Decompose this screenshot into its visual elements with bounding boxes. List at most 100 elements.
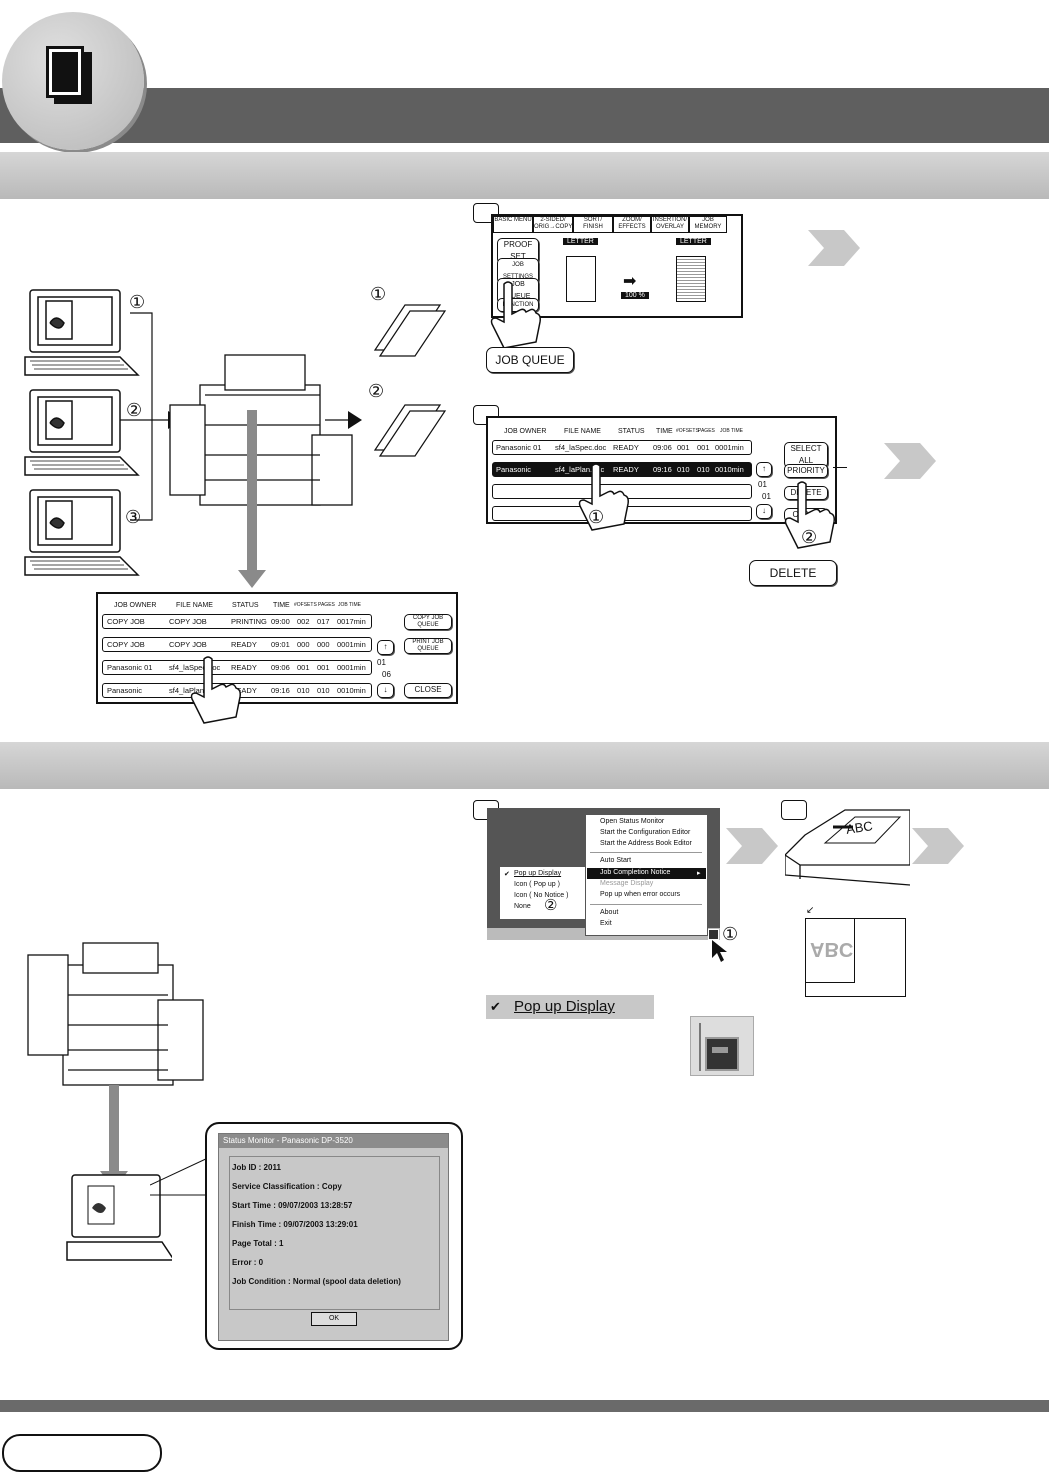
menu-item-job-completion-notice[interactable]: Job Completion Notice xyxy=(600,869,671,876)
next-arrow-icon xyxy=(884,443,936,479)
col-header: #OFSETS xyxy=(676,428,699,434)
tab-basic-menu[interactable]: BASIC MENU xyxy=(493,216,533,233)
page-tab xyxy=(2,1434,162,1472)
next-arrow-icon xyxy=(726,828,778,864)
status-line: Page Total : 1 xyxy=(232,1239,284,1248)
step-number-box xyxy=(781,800,807,820)
section-band-2 xyxy=(0,742,1049,789)
page-total: 06 xyxy=(382,670,391,679)
menu-item-popup-on-error[interactable]: Pop up when error occurs xyxy=(600,891,681,898)
ok-button[interactable]: OK xyxy=(311,1312,357,1326)
status-line: Error : 0 xyxy=(232,1258,264,1267)
close-button[interactable]: CLOSE xyxy=(404,683,452,698)
tab-2-sided[interactable]: 2-SIDED/ ORIG→COPY xyxy=(533,216,573,233)
delete-key[interactable]: DELETE xyxy=(749,560,837,586)
callout-line xyxy=(833,467,847,468)
scroll-down-icon[interactable]: ↓ xyxy=(377,683,394,698)
step-label-1: ① xyxy=(722,924,739,944)
menu-item-none[interactable]: None xyxy=(514,903,531,910)
menu-item-configuration-editor[interactable]: Start the Configuration Editor xyxy=(600,829,691,836)
section-band-1 xyxy=(0,152,1049,199)
scroll-up-icon[interactable]: ↑ xyxy=(377,640,394,655)
pc-label-2: ② xyxy=(126,400,143,420)
page-number: 01 xyxy=(377,658,386,667)
col-header: JOB TIME xyxy=(720,428,743,434)
copy-job-queue-button[interactable]: COPY JOB QUEUE xyxy=(404,614,452,630)
menu-item-open-status-monitor[interactable]: Open Status Monitor xyxy=(600,818,665,825)
popup-display-label: Pop up Display xyxy=(514,998,615,1015)
next-arrow-icon xyxy=(912,828,964,864)
tab-zoom-effects[interactable]: ZOOM/ EFFECTS xyxy=(613,216,651,233)
header-bar xyxy=(0,88,1049,143)
chapter-icon xyxy=(2,12,144,150)
mouse-cursor-icon xyxy=(712,940,727,962)
pc-label-1: ① xyxy=(129,292,146,312)
output-label-2: ② xyxy=(368,381,385,401)
tab-sort-finish[interactable]: SORT/ FINISH xyxy=(573,216,613,233)
menu-item-popup-display[interactable]: Pop up Display xyxy=(514,870,562,877)
menu-item-address-book-editor[interactable]: Start the Address Book Editor xyxy=(600,840,692,847)
pointing-hand-icon xyxy=(490,281,541,349)
col-header: TIME xyxy=(273,602,290,609)
menu-item-auto-start[interactable]: Auto Start xyxy=(600,857,632,864)
status-line: Service Classification : Copy xyxy=(232,1182,342,1191)
tray-icon-zoomed xyxy=(690,1016,754,1076)
col-header: JOB TIME xyxy=(338,602,361,608)
tab-job-memory[interactable]: JOB MEMORY xyxy=(689,216,727,233)
job-queue-key[interactable]: JOB QUEUE xyxy=(486,347,574,373)
status-line: Finish Time : 09/07/2003 13:29:01 xyxy=(232,1220,358,1229)
paper-size-right: LETTER xyxy=(676,238,711,245)
popup-display-option[interactable]: ✔ Pop up Display xyxy=(486,995,654,1019)
col-header: FILE NAME xyxy=(564,428,601,435)
network-illustration xyxy=(24,289,447,576)
job-queue-panel-large: JOB OWNER FILE NAME STATUS TIME #OFSETS … xyxy=(96,592,458,704)
scroll-down-icon[interactable]: ↓ xyxy=(756,504,772,519)
page-total: 01 xyxy=(762,492,771,501)
step-label-1: ① xyxy=(588,507,605,527)
corner-arrow-icon: ↙ xyxy=(806,905,815,916)
touch-panel-basic-menu: BASIC MENU 2-SIDED/ ORIG→COPY SORT/ FINI… xyxy=(491,214,743,318)
pointing-hand-icon xyxy=(578,463,629,531)
menu-item-about[interactable]: About xyxy=(600,909,619,916)
window-title: Status Monitor - Panasonic DP-3520 xyxy=(219,1134,448,1148)
zoom-ratio: 100 % xyxy=(621,292,649,299)
scroll-up-icon[interactable]: ↑ xyxy=(756,462,772,477)
status-details: Job ID : 2011 Service Classification : C… xyxy=(229,1156,440,1310)
output-label-1: ① xyxy=(370,284,387,304)
status-line: Job Condition : Normal (spool data delet… xyxy=(232,1277,401,1286)
select-all-button[interactable]: SELECT ALL xyxy=(784,442,828,468)
down-arrow-shaft xyxy=(247,410,257,575)
footer-bar xyxy=(0,1400,1049,1412)
menu-item-exit[interactable]: Exit xyxy=(600,920,612,927)
status-line: Job ID : 2011 xyxy=(232,1163,281,1172)
menu-item-icon-popup[interactable]: Icon ( Pop up ) xyxy=(514,881,560,888)
checkmark-icon: ✔ xyxy=(504,871,510,878)
submenu-arrow-icon: ▸ xyxy=(697,870,701,877)
menu-item-icon-no-notice[interactable]: Icon ( No Notice ) xyxy=(514,892,569,899)
down-arrow-icon xyxy=(238,570,266,588)
col-header: TIME xyxy=(656,428,673,435)
col-header: STATUS xyxy=(618,428,645,435)
tab-insertion-overlay[interactable]: INSERTION/ OVERLAY xyxy=(651,216,689,233)
col-header: STATUS xyxy=(232,602,259,609)
tray-icon[interactable] xyxy=(708,929,719,940)
col-header: JOB OWNER xyxy=(504,428,547,435)
status-line: Start Time : 09/07/2003 13:28:57 xyxy=(232,1201,353,1210)
copier-to-pc-illustration xyxy=(27,942,204,1190)
menu-item-message-display[interactable]: Message Display xyxy=(600,880,654,887)
col-header: FILE NAME xyxy=(176,602,213,609)
original-document-icon xyxy=(566,256,596,302)
priority-button[interactable]: PRIORITY xyxy=(784,464,828,478)
print-job-queue-button[interactable]: PRINT JOB QUEUE xyxy=(404,638,452,654)
context-menu: Open Status Monitor Start the Configurat… xyxy=(585,814,708,936)
step-label-2: ② xyxy=(544,897,558,914)
mirrored-text: ABC xyxy=(810,938,854,960)
step-label-2: ② xyxy=(801,527,818,547)
page-number: 01 xyxy=(758,480,767,489)
